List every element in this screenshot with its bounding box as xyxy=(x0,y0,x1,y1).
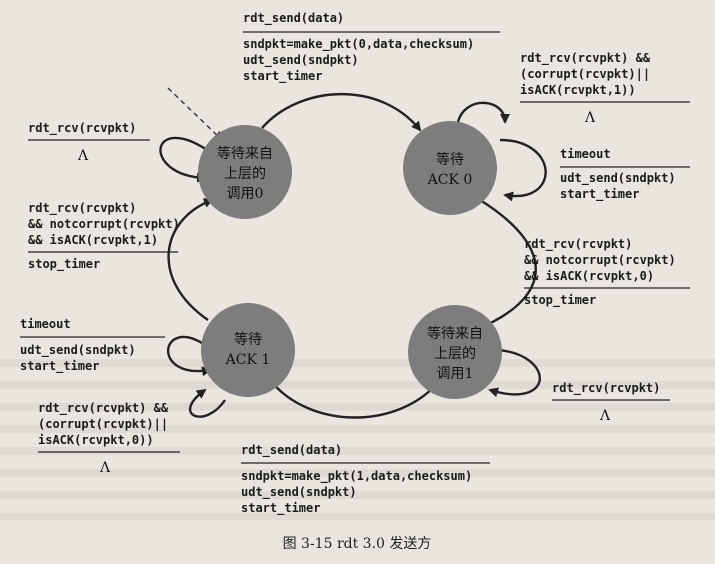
svg-text:Λ: Λ xyxy=(584,110,596,126)
svg-text:start_timer: start_timer xyxy=(20,359,99,374)
arc-wait0-to-ack0 xyxy=(261,93,422,132)
svg-text:stop_timer: stop_timer xyxy=(28,257,100,272)
svg-text:上层的: 上层的 xyxy=(224,166,266,182)
svg-text:timeout: timeout xyxy=(560,147,611,161)
state-wait-call-1: 等待来自 上层的 调用1 xyxy=(408,305,502,399)
svg-text:调用1: 调用1 xyxy=(437,366,474,382)
svg-text:(corrupt(rcvpkt)||: (corrupt(rcvpkt)|| xyxy=(520,67,650,81)
svg-text:rdt_rcv(rcvpkt): rdt_rcv(rcvpkt) xyxy=(552,381,660,396)
state-wait-call-0: 等待来自 上层的 调用0 xyxy=(198,125,292,219)
self-loop-wait0 xyxy=(159,136,211,183)
svg-text:&& notcorrupt(rcvpkt): && notcorrupt(rcvpkt) xyxy=(28,217,180,231)
svg-text:udt_send(sndpkt): udt_send(sndpkt) xyxy=(241,485,357,500)
svg-text:rdt_rcv(rcvpkt): rdt_rcv(rcvpkt) xyxy=(28,121,136,136)
svg-text:等待: 等待 xyxy=(436,151,464,168)
arc-ack0-to-wait1 xyxy=(473,198,537,332)
svg-text:udt_send(sndpkt): udt_send(sndpkt) xyxy=(560,171,676,186)
self-loop-wait1 xyxy=(488,348,541,398)
svg-text:rdt_rcv(rcvpkt) &&: rdt_rcv(rcvpkt) && xyxy=(520,51,651,66)
svg-text:&& notcorrupt(rcvpkt): && notcorrupt(rcvpkt) xyxy=(524,253,676,267)
svg-text:udt_send(sndpkt): udt_send(sndpkt) xyxy=(243,53,359,68)
transition-top: rdt_send(data) sndpkt=make_pkt(0,data,ch… xyxy=(243,11,500,84)
self-loop-ack0-right xyxy=(499,138,547,202)
svg-text:rdt_rcv(rcvpkt): rdt_rcv(rcvpkt) xyxy=(524,237,632,252)
svg-text:rdt_rcv(rcvpkt) &&: rdt_rcv(rcvpkt) && xyxy=(38,401,169,416)
svg-text:&& isACK(rcvpkt,0): && isACK(rcvpkt,0) xyxy=(524,269,654,283)
svg-text:Λ: Λ xyxy=(77,148,89,164)
background-text-bleed xyxy=(0,345,715,520)
svg-text:rdt_send(data): rdt_send(data) xyxy=(241,443,342,458)
svg-text:udt_send(sndpkt): udt_send(sndpkt) xyxy=(20,343,136,358)
transition-ack0-self: rdt_rcv(rcvpkt) && (corrupt(rcvpkt)|| is… xyxy=(520,51,690,126)
arc-wait1-to-ack1 xyxy=(268,378,441,419)
svg-text:Λ: Λ xyxy=(599,408,611,424)
svg-text:&& isACK(rcvpkt,1): && isACK(rcvpkt,1) xyxy=(28,233,158,247)
svg-text:rdt_send(data): rdt_send(data) xyxy=(243,11,344,26)
transition-ack1-self: rdt_rcv(rcvpkt) && (corrupt(rcvpkt)|| is… xyxy=(38,401,180,476)
svg-text:等待来自: 等待来自 xyxy=(427,325,483,342)
svg-text:调用0: 调用0 xyxy=(227,186,264,202)
figure-caption: 图 3-15 rdt 3.0 发送方 xyxy=(283,536,432,552)
svg-text:等待来自: 等待来自 xyxy=(217,145,273,162)
svg-text:ACK 1: ACK 1 xyxy=(225,352,271,368)
state-wait-ack-0: 等待 ACK 0 xyxy=(403,121,497,215)
svg-text:stop_timer: stop_timer xyxy=(524,293,596,308)
svg-text:isACK(rcvpkt,1)): isACK(rcvpkt,1)) xyxy=(520,83,636,97)
svg-text:isACK(rcvpkt,0)): isACK(rcvpkt,0)) xyxy=(38,433,154,447)
self-loop-ack1-left xyxy=(166,335,212,377)
svg-text:上层的: 上层的 xyxy=(434,346,476,362)
transition-ack1-timeout: timeout udt_send(sndpkt) start_timer xyxy=(20,317,165,374)
svg-text:等待: 等待 xyxy=(234,331,262,348)
transition-wait0-self: rdt_rcv(rcvpkt) Λ xyxy=(28,121,150,164)
svg-text:sndpkt=make_pkt(0,data,checksu: sndpkt=make_pkt(0,data,checksum) xyxy=(243,37,474,52)
transition-wait1-self: rdt_rcv(rcvpkt) Λ xyxy=(552,381,670,424)
transition-bottom: rdt_send(data) sndpkt=make_pkt(1,data,ch… xyxy=(241,443,490,516)
transition-left: rdt_rcv(rcvpkt) && notcorrupt(rcvpkt) &&… xyxy=(28,201,180,272)
transition-ack0-timeout: timeout udt_send(sndpkt) start_timer xyxy=(560,147,690,202)
svg-text:Λ: Λ xyxy=(99,460,111,476)
initial-arrow xyxy=(167,87,224,142)
svg-text:start_timer: start_timer xyxy=(243,69,322,84)
svg-text:start_timer: start_timer xyxy=(241,501,320,516)
svg-text:rdt_rcv(rcvpkt): rdt_rcv(rcvpkt) xyxy=(28,201,136,216)
svg-text:(corrupt(rcvpkt)||: (corrupt(rcvpkt)|| xyxy=(38,417,168,431)
self-loop-ack0-top xyxy=(456,101,510,124)
self-loop-ack1-bottom xyxy=(189,388,226,418)
transition-right: rdt_rcv(rcvpkt) && notcorrupt(rcvpkt) &&… xyxy=(524,237,690,308)
svg-text:start_timer: start_timer xyxy=(560,187,639,202)
state-wait-ack-1: 等待 ACK 1 xyxy=(201,303,295,397)
svg-text:sndpkt=make_pkt(1,data,checksu: sndpkt=make_pkt(1,data,checksum) xyxy=(241,469,472,484)
svg-text:timeout: timeout xyxy=(20,317,71,331)
svg-text:ACK 0: ACK 0 xyxy=(427,172,473,188)
